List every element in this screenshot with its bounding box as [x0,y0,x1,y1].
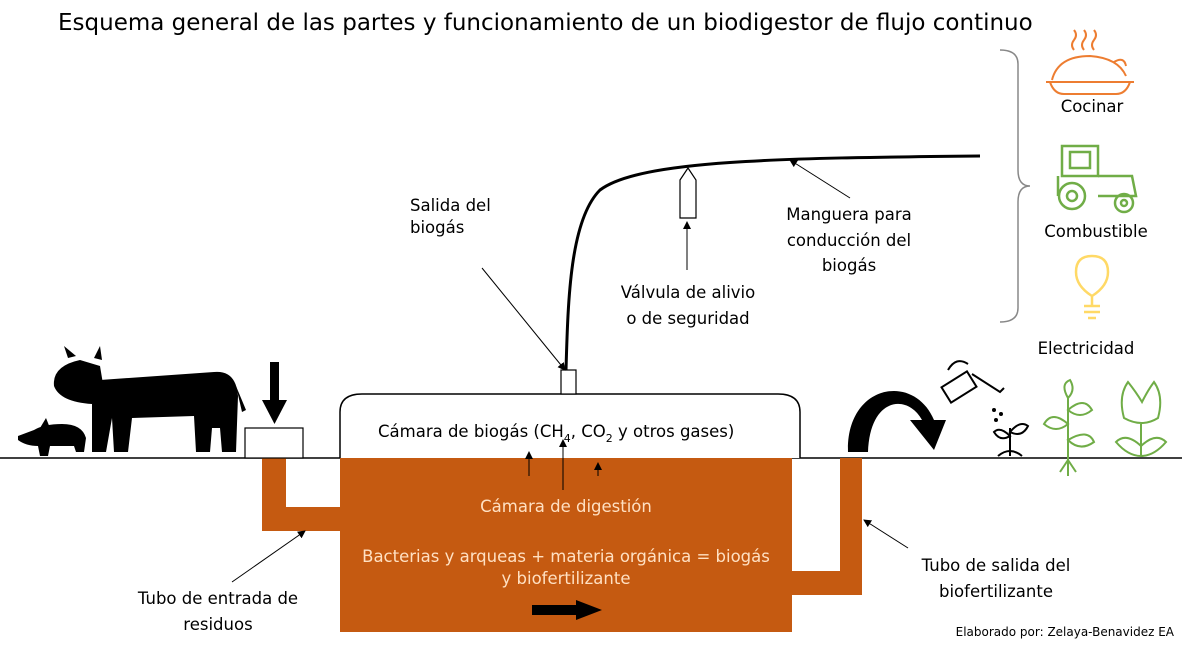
plant-icon [1042,378,1096,476]
gas-outlet-stub [560,369,577,395]
credit-text: Elaborado por: Zelaya-Benavidez EA [956,625,1175,639]
flow-arrow-head [576,600,602,620]
uses-bracket [999,49,1031,323]
gas-outlet-leader [481,267,566,371]
use-label-cooking: Cocinar [1061,97,1124,116]
watering-can-icon [940,360,1005,404]
inlet-arrow-head [262,400,287,424]
biogas-hose [564,154,981,371]
safety-valve [679,166,697,219]
process-line-1: Bacterias y arqueas + materia orgánica =… [362,547,770,566]
tractor-icon [1056,144,1138,214]
inlet-pipe [262,458,340,531]
digestion-tank [340,458,792,632]
outlet-leader [863,519,909,549]
water-drops-icon [992,408,1003,422]
light-bulb-icon [1074,254,1110,320]
valve-label-2: o de seguridad [626,309,749,328]
outlet-curved-arrow [847,390,946,452]
gas-outlet-label-1: Salida del [410,196,491,215]
digestion-chamber-label: Cámara de digestión [480,497,652,516]
tulip-icon [1114,380,1168,457]
valve-label-1: Válvula de alivio [621,283,755,302]
outlet-pipe [792,458,862,595]
hose-label-2: conducción del [787,231,911,250]
inlet-arrow-shaft [270,362,279,402]
use-label-electricity: Electricidad [1038,339,1135,358]
outlet-label-1: Tubo de salida del [921,556,1071,575]
outlet-label-2: biofertilizante [939,582,1053,601]
hose-label-1: Manguera para [786,205,912,224]
flow-arrow-shaft [532,605,578,615]
seedling-icon [992,423,1030,457]
diagram-title: Esquema general de las partes y funciona… [58,10,1033,36]
process-line-2: y biofertilizante [502,569,631,588]
hose-leader [789,159,851,199]
pig-icon [18,418,86,456]
inlet-label-2: residuos [183,615,252,634]
gas-outlet-label-2: biogás [410,218,464,237]
cow-icon [53,346,246,452]
hose-label-3: biogás [822,256,876,275]
cooking-pot-icon [1046,29,1134,95]
inlet-box [244,427,304,459]
inlet-leader [231,530,306,583]
use-label-fuel: Combustible [1044,222,1147,241]
gas-chamber-label: Cámara de biogás (CH4, CO2 y otros gases… [378,422,734,445]
inlet-label-1: Tubo de entrada de [137,589,298,608]
